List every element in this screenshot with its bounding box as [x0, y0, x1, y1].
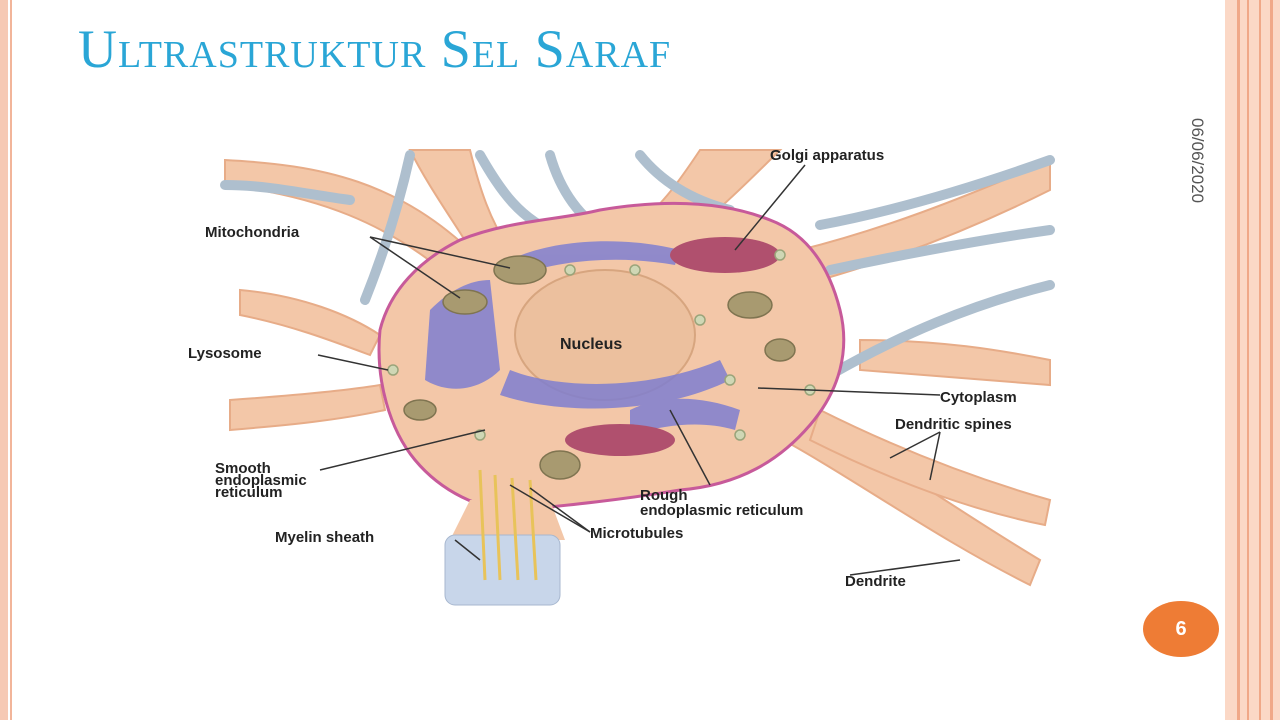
vesicles — [387, 249, 816, 441]
page-number-badge: 6 — [1143, 601, 1219, 657]
myelin-sheath — [444, 534, 561, 606]
slide-left-edge — [0, 0, 8, 720]
label-smooth-er-3: reticulum — [215, 484, 283, 501]
label-golgi: Golgi apparatus — [770, 147, 884, 164]
slide-title: Ultrastruktur Sel Saraf — [78, 19, 672, 79]
label-rough-er-2: endoplasmic reticulum — [640, 502, 803, 519]
label-mitochondria: Mitochondria — [205, 224, 300, 241]
mitochondria — [403, 255, 796, 480]
label-microtubules: Microtubules — [590, 525, 683, 542]
slide-right-border — [1225, 0, 1280, 720]
label-smooth-er-2: endoplasmic — [215, 472, 307, 489]
slide-date: 06/06/2020 — [1188, 118, 1207, 204]
label-dendritic-spines: Dendritic spines — [895, 416, 1012, 433]
label-lysosome: Lysosome — [188, 345, 262, 362]
label-cytoplasm: Cytoplasm — [940, 389, 1017, 406]
leader-lines — [317, 164, 961, 576]
golgi-apparatus — [565, 237, 780, 456]
label-nucleus: Nucleus — [560, 336, 622, 353]
label-smooth-er-1: Smooth — [215, 460, 271, 477]
label-dendrite: Dendrite — [845, 573, 906, 590]
label-rough-er-1: Rough — [640, 487, 687, 504]
microtubules — [478, 469, 538, 581]
slide-left-edge-line — [10, 0, 12, 720]
neuron-diagram: Golgi apparatus Mitochondria Lysosome Nu… — [188, 147, 1055, 606]
border-stripe — [1259, 0, 1261, 720]
border-stripe — [1247, 0, 1249, 720]
axon-hillock — [450, 500, 565, 540]
border-stripe — [1237, 0, 1240, 720]
border-stripe — [1270, 0, 1273, 720]
label-myelin: Myelin sheath — [275, 529, 374, 546]
